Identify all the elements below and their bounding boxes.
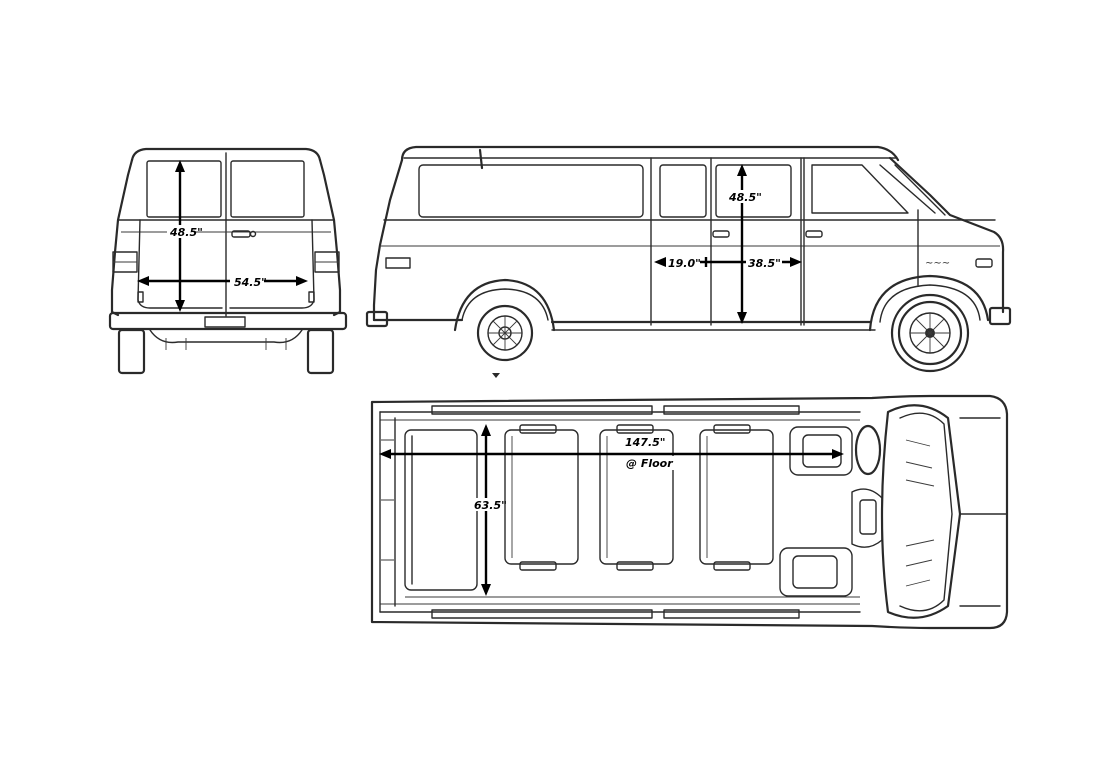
side-view: ∼∼∼ [365, 145, 1012, 378]
side-door-left-label: 19.0" [668, 257, 701, 270]
floor-note-label: @ Floor [626, 457, 673, 470]
rear-view [108, 147, 348, 375]
side-height-label: 48.5" [728, 191, 762, 204]
dimension-lines [137, 160, 844, 596]
rear-height-label: 48.5" [169, 226, 203, 239]
side-door-right-label: 38.5" [748, 257, 781, 270]
top-view [370, 394, 1009, 630]
rear-width-label: 54.5" [234, 276, 267, 289]
floor-length-label: 147.5" [625, 436, 666, 449]
svg-text:∼∼∼: ∼∼∼ [925, 258, 950, 269]
dimension-labels: 48.5" 54.5" 48.5" 19.0" 38.5" 147.5" @ F… [167, 190, 782, 512]
floor-width-label: 63.5" [474, 499, 507, 512]
